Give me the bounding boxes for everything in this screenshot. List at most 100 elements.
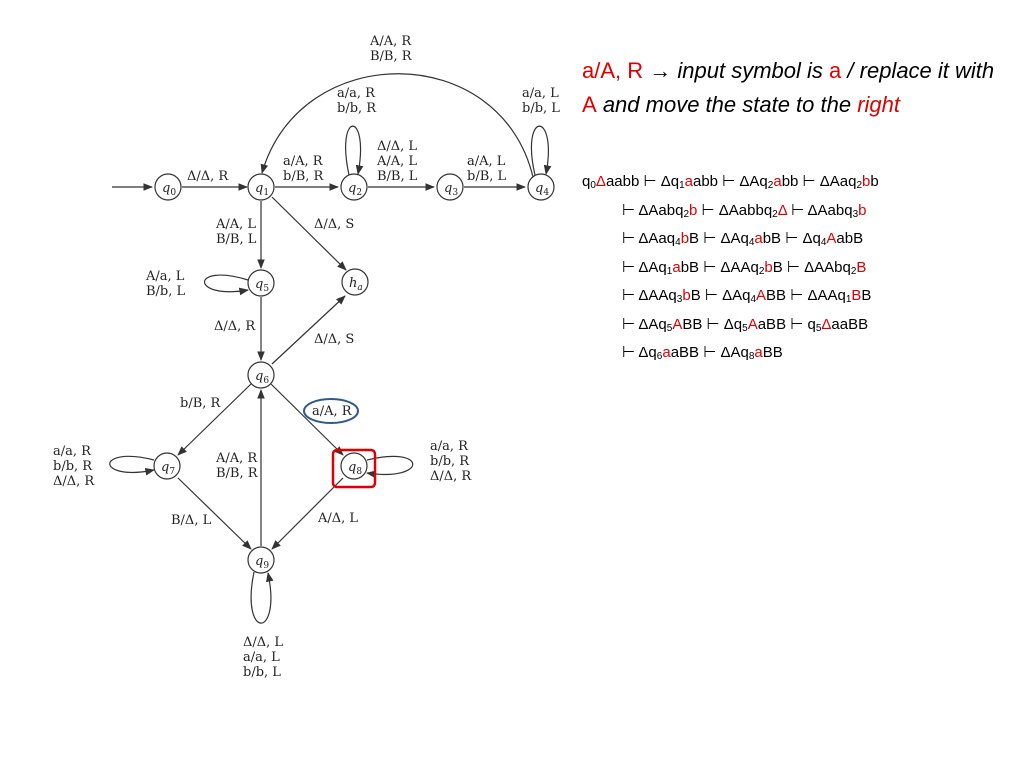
trace-fragment: Δ xyxy=(821,315,832,333)
trace-fragment: b xyxy=(858,201,867,219)
trace-fragment: a xyxy=(754,344,763,361)
trace-fragment: ⊢ ΔAq xyxy=(622,258,667,276)
label-q1-q2-b: b/B, R xyxy=(283,169,325,184)
input-symbol: a xyxy=(829,58,842,83)
loop-q7 xyxy=(109,455,155,476)
svg-text:q4: q4 xyxy=(535,181,549,198)
state-q9: q9 xyxy=(247,546,275,574)
label-q2-loop-a: a/a, R xyxy=(337,86,376,101)
trace-fragment: BB xyxy=(762,344,783,361)
explanation-text-2: / replace it with xyxy=(847,58,995,83)
turing-machine-diagram: q0 q1 q2 q3 q4 ha q5 q6 q7 q8 q9 A/A, R … xyxy=(53,34,560,680)
state-ha: ha xyxy=(341,268,369,296)
svg-text:ha: ha xyxy=(349,276,363,293)
state-subscript: 4 xyxy=(675,237,681,248)
transition-edges xyxy=(109,73,552,624)
label-q6-q7: b/B, R xyxy=(180,396,222,411)
edge-q6-q7 xyxy=(177,383,252,456)
state-subscript: 2 xyxy=(758,265,765,277)
label-q7-loop-a: a/a, R xyxy=(53,444,92,459)
trace-fragment: Δ xyxy=(777,201,787,219)
trace-fragment: A xyxy=(826,230,837,247)
trace-fragment: abb ⊢ ΔAq xyxy=(692,173,768,190)
trace-fragment: a xyxy=(684,173,693,190)
rule-notation: a/A, R xyxy=(582,58,644,83)
loop-q9 xyxy=(250,571,274,624)
label-q1-q2-a: a/A, R xyxy=(283,154,324,169)
edge-q6-q8 xyxy=(270,383,344,456)
label-q8-loop-a: a/a, R xyxy=(430,439,469,454)
trace-fragment: bB ⊢ Δq xyxy=(762,230,821,247)
trace-fragment: bb ⊢ ΔAaq xyxy=(781,173,857,190)
label-q6-q8: a/A, R xyxy=(312,404,353,419)
trace-fragment: ⊢ ΔAabq xyxy=(786,201,853,219)
state-q3: q3 xyxy=(436,173,464,201)
state-subscript: 5 xyxy=(666,322,673,334)
svg-text:q5: q5 xyxy=(255,277,269,294)
state-subscript: 4 xyxy=(750,294,757,305)
trace-fragment: BB ⊢ Δq xyxy=(682,315,743,333)
state-subscript: 1 xyxy=(679,180,685,191)
state-subscript: 2 xyxy=(772,208,778,220)
label-q4-q1-a: A/A, R xyxy=(369,34,412,49)
label-q8-loop-c: Δ/Δ, R xyxy=(430,469,472,484)
svg-text:q1: q1 xyxy=(255,181,269,198)
state-q6: q6 xyxy=(247,361,275,389)
trace-fragment: A xyxy=(747,315,758,333)
label-q2-q3-a: Δ/Δ, L xyxy=(377,139,417,154)
trace-fragment: bB ⊢ ΔAAq xyxy=(680,258,759,276)
trace-fragment: ⊢ ΔAAq xyxy=(622,287,677,304)
svg-text:q7: q7 xyxy=(161,460,175,477)
state-q4: q4 xyxy=(527,173,555,201)
trace-line: ⊢ ΔAq1abB ⊢ ΔAAq2bB ⊢ ΔAAbq2B xyxy=(582,254,1002,283)
computation-trace: q0Δaabb ⊢ Δq1aabb ⊢ ΔAq2abb ⊢ ΔAaq2bb⊢ Δ… xyxy=(582,168,1002,368)
trace-fragment: Δ xyxy=(595,173,606,190)
trace-fragment: A xyxy=(672,315,683,333)
label-q8-q9: A/Δ, L xyxy=(317,511,358,526)
label-q5-q6: Δ/Δ, R xyxy=(214,319,256,334)
edge-q1-ha xyxy=(271,196,347,271)
label-q2-q3-b: A/A, L xyxy=(376,154,417,169)
trace-fragment: aBB ⊢ q xyxy=(757,315,816,333)
label-q4-loop-b: b/b, L xyxy=(522,101,560,116)
trace-fragment: b xyxy=(870,173,879,190)
trace-fragment: a xyxy=(672,258,681,276)
trace-fragment: A xyxy=(756,287,767,304)
trace-fragment: ⊢ ΔAaq xyxy=(622,230,676,247)
trace-fragment: B xyxy=(861,287,872,304)
trace-fragment: aaBB xyxy=(831,315,869,333)
label-q9-q6-a: A/A, R xyxy=(215,451,258,466)
state-subscript: 0 xyxy=(590,180,596,191)
trace-fragment: B xyxy=(856,258,867,276)
state-subscript: 2 xyxy=(850,265,857,277)
label-q9-loop-b: a/a, L xyxy=(243,650,280,665)
edge-q6-ha xyxy=(271,295,346,365)
state-subscript: 6 xyxy=(656,351,663,362)
state-subscript: 8 xyxy=(748,351,755,362)
label-q3-q4-b: b/B, L xyxy=(467,169,507,184)
trace-fragment: abB xyxy=(836,230,864,247)
state-subscript: 2 xyxy=(767,180,774,191)
label-q0-q1: Δ/Δ, R xyxy=(187,169,229,184)
state-q1: q1 xyxy=(247,173,275,201)
rule-explanation: a/A, R → input symbol is a / replace it … xyxy=(582,54,1002,122)
label-q9-q6-b: B/B, R xyxy=(216,466,259,481)
label-q2-q3-c: B/B, L xyxy=(377,169,418,184)
explanation-text-1: input symbol is xyxy=(677,58,823,83)
label-q9-loop-c: b/b, L xyxy=(243,665,281,680)
loop-q2 xyxy=(345,125,364,176)
label-q1-q5-b: B/B, L xyxy=(216,232,257,247)
edge-q4-q1 xyxy=(260,73,534,178)
replacement-symbol: A xyxy=(582,92,597,117)
svg-text:q6: q6 xyxy=(255,369,269,386)
trace-fragment: b xyxy=(680,230,690,247)
state-q2: q2 xyxy=(340,173,368,201)
state-subscript: 2 xyxy=(683,208,690,220)
state-subscript: 5 xyxy=(815,322,822,334)
trace-fragment: q xyxy=(582,173,591,190)
label-q6-ha: Δ/Δ, S xyxy=(314,332,354,347)
state-subscript: 3 xyxy=(852,208,859,220)
state-subscript: 1 xyxy=(845,294,852,305)
state-subscript: 3 xyxy=(676,294,683,305)
state-nodes: q0 q1 q2 q3 q4 ha q5 q6 q7 q8 q9 xyxy=(153,173,555,574)
